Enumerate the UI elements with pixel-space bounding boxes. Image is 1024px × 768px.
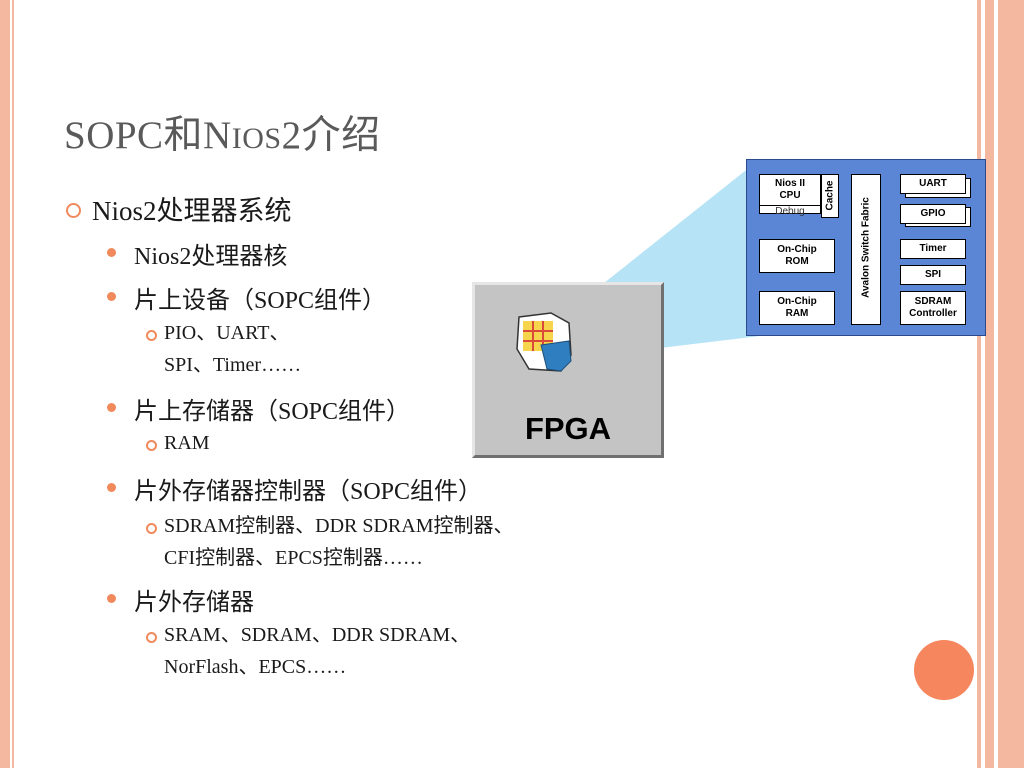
bullet-level2: 片上设备（SOPC组件） xyxy=(134,288,387,314)
cache-block xyxy=(821,174,839,218)
block-label: ROM xyxy=(785,256,809,267)
bullet-level3: RAM xyxy=(164,432,210,454)
bullet-icon xyxy=(146,523,157,534)
bullet-level3: CFI控制器、EPCS控制器…… xyxy=(164,547,423,569)
onchip-rom-block: On-Chip ROM xyxy=(759,239,835,273)
avalon-fabric-label: Avalon Switch Fabric xyxy=(860,197,872,298)
cache-label: Cache xyxy=(824,180,836,211)
block-label: Controller xyxy=(909,308,957,319)
bullet-level2: 片外存储器控制器（SOPC组件） xyxy=(134,479,483,505)
bullet-icon xyxy=(66,203,81,218)
block-label: RAM xyxy=(785,308,809,319)
block-label: On-Chip xyxy=(777,296,817,307)
bullet-icon xyxy=(146,440,157,451)
debug-label: Debug xyxy=(775,206,805,217)
bullet-level1: Nios2处理器系统 xyxy=(92,196,292,226)
frame-left-bar xyxy=(0,0,10,768)
bullet-level3: SRAM、SDRAM、DDR SDRAM、 xyxy=(164,624,471,646)
title-part: SOPC和N xyxy=(64,114,232,157)
bullet-icon xyxy=(107,292,116,301)
slide-title: SOPC和NIOS2介绍 xyxy=(64,104,381,160)
bullet-level2: Nios2处理器核 xyxy=(134,244,288,270)
gpio-block: GPIO xyxy=(900,204,966,224)
bullet-level3: SDRAM控制器、DDR SDRAM控制器、 xyxy=(164,515,514,537)
bullet-icon xyxy=(107,403,116,412)
fpga-chip: FPGA xyxy=(472,282,664,458)
bullet-icon xyxy=(107,594,116,603)
frame-left-line xyxy=(12,0,14,768)
block-diagram: Nios II CPU Debug Cache On-Chip ROM On-C… xyxy=(746,159,986,336)
block-label: Nios II xyxy=(774,178,805,189)
block-label: SDRAM xyxy=(914,296,952,307)
debug-divider xyxy=(759,205,821,206)
decorative-circle xyxy=(914,640,974,700)
uart-block: UART xyxy=(900,174,966,194)
spi-block: SPI xyxy=(900,265,966,285)
bullet-icon xyxy=(146,330,157,341)
bullet-level2: 片外存储器 xyxy=(134,590,254,616)
bullet-level2: 片上存储器（SOPC组件） xyxy=(134,399,411,425)
bullet-level3: NorFlash、EPCS…… xyxy=(164,656,347,678)
bullet-icon xyxy=(107,483,116,492)
bullet-icon xyxy=(146,632,157,643)
bullet-level3: PIO、UART、 xyxy=(164,322,290,344)
bullet-level3: SPI、Timer…… xyxy=(164,354,302,376)
timer-block: Timer xyxy=(900,239,966,259)
frame-right-stripe xyxy=(977,0,981,768)
onchip-ram-block: On-Chip RAM xyxy=(759,291,835,325)
title-part: 2介绍 xyxy=(281,114,381,157)
title-small-caps: IOS xyxy=(231,122,282,155)
sdram-controller-block: SDRAM Controller xyxy=(900,291,966,325)
avalon-fabric-block xyxy=(851,174,881,325)
chip-die-icon xyxy=(516,312,572,372)
frame-right-stripe xyxy=(985,0,994,768)
nios-cpu-block: Nios II CPU xyxy=(759,174,821,214)
block-label: On-Chip xyxy=(777,244,817,255)
fpga-label: FPGA xyxy=(524,411,612,446)
bullet-icon xyxy=(107,248,116,257)
block-label: CPU xyxy=(779,190,801,201)
frame-right-stripe xyxy=(998,0,1024,768)
